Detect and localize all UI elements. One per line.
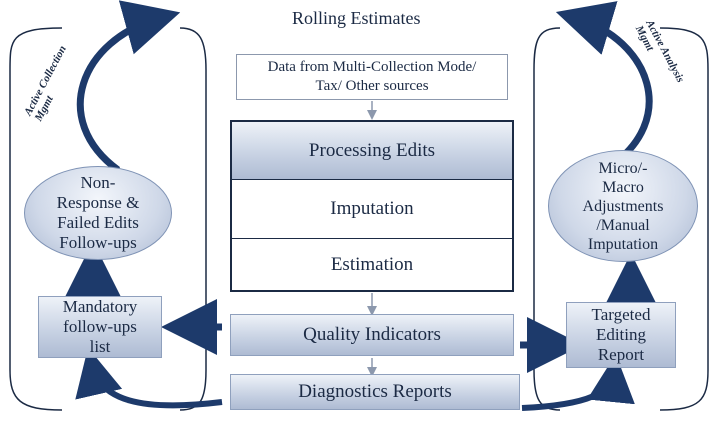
- right-bracket-outer: [659, 27, 709, 411]
- estimation-box: Estimation: [330, 253, 414, 275]
- sources-box: Data from Multi-Collection Mode/ Tax/ Ot…: [236, 54, 508, 100]
- mandatory-followups-box: Mandatory follow-ups list: [38, 296, 162, 358]
- curve-diag-to-mandatory: [75, 347, 223, 409]
- diagnostics-reports-box: Diagnostics Reports: [230, 374, 520, 410]
- left-bracket-inner: [179, 27, 207, 411]
- non-response-ellipse: Non- Response & Failed Edits Follow-ups: [24, 166, 172, 260]
- processing-edits-box: Processing Edits: [232, 122, 512, 180]
- targeted-editing-box: Targeted Editing Report: [566, 302, 676, 368]
- quality-indicators-box: Quality Indicators: [230, 314, 514, 356]
- diagram-title: Rolling Estimates: [292, 8, 421, 28]
- micro-macro-ellipse: Micro/- Macro Adjustments /Manual Imputa…: [548, 150, 698, 262]
- core-processing-block: Processing Edits Imputation Estimation: [230, 120, 514, 292]
- imputation-box: Imputation: [232, 180, 512, 239]
- curve-arrow-top-left: [76, 0, 181, 173]
- curve-arrow-top-right: [555, 1, 653, 171]
- curve-diag-to-targeted: [521, 354, 635, 411]
- left-bracket: [9, 27, 63, 411]
